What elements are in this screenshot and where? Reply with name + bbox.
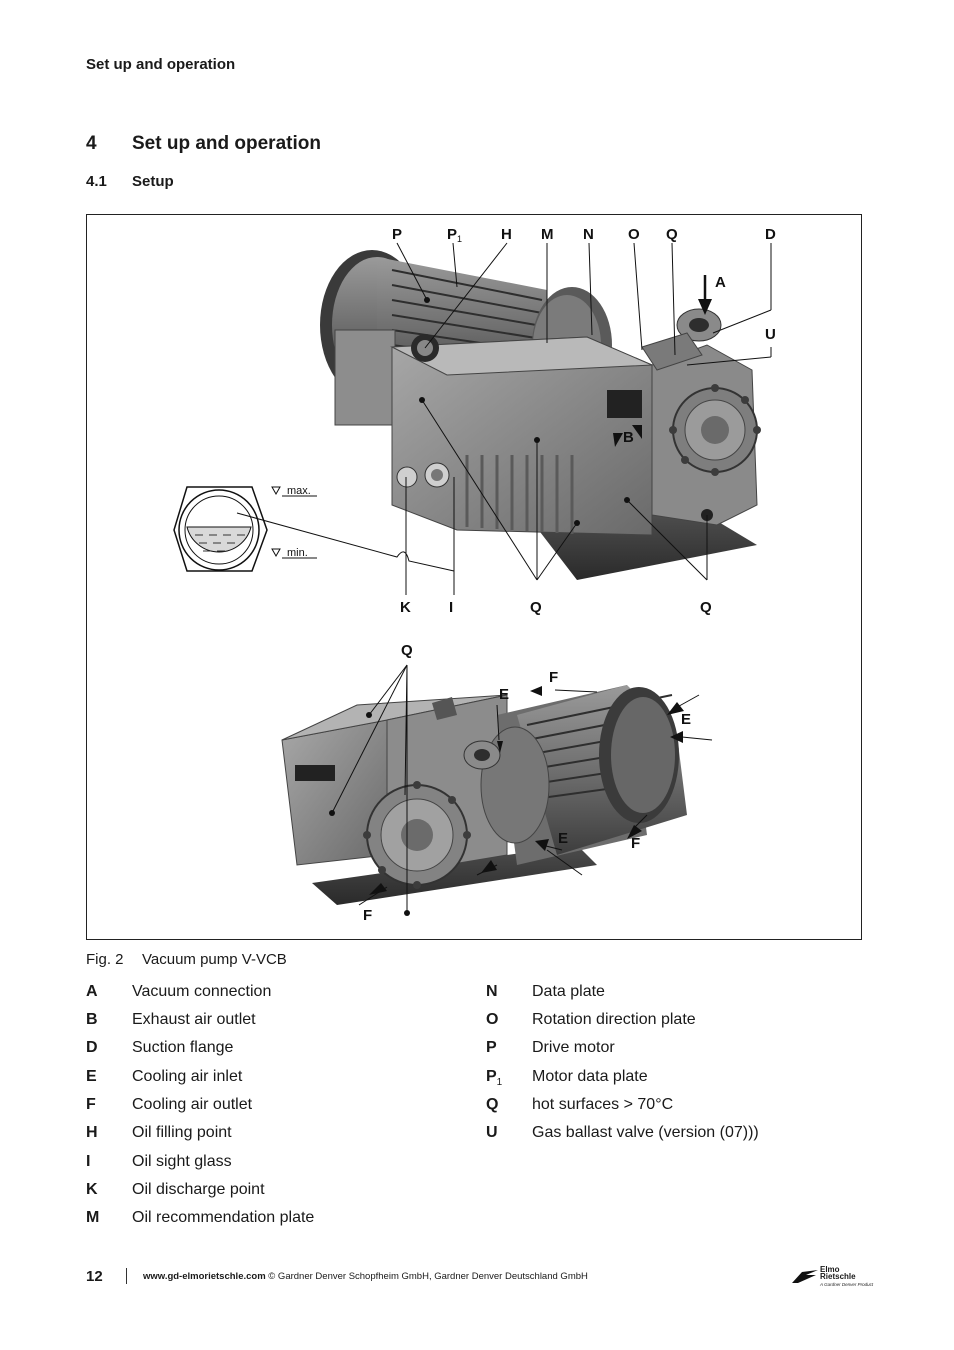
logo-tagline: A Gardner Denver Product [820, 1282, 874, 1287]
sight-glass-max-label: max. [287, 485, 311, 497]
footer-text: www.gd-elmorietschle.com © Gardner Denve… [143, 1271, 588, 1282]
callout-e-left: E [499, 686, 509, 703]
callout-i: I [449, 599, 453, 616]
logo-line1: Elmo [820, 1265, 840, 1274]
callout-q-bottom: Q [401, 642, 413, 659]
page-number: 12 [86, 1268, 103, 1285]
callout-n: N [583, 226, 594, 243]
sight-glass-inset: max. min. [173, 485, 455, 572]
figure-caption-text: Vacuum pump V-VCB [142, 951, 287, 968]
callout-e-bottom: E [558, 830, 568, 847]
figure-caption: Fig. 2 Vacuum pump V-VCB [86, 951, 287, 968]
company-logo: Elmo Rietschle A Gardner Denver Product [790, 1265, 873, 1290]
callout-f-right: F [631, 835, 640, 852]
callout-k: K [400, 599, 411, 616]
callout-q-left: Q [530, 599, 542, 616]
callout-q-right: Q [700, 599, 712, 616]
callout-q-top: Q [666, 226, 678, 243]
bottom-callout-lines [331, 664, 713, 913]
callout-d: D [765, 226, 776, 243]
running-header: Set up and operation [86, 56, 236, 73]
subsection-number: 4.1 [86, 173, 107, 190]
bottom-pump-drawing [281, 685, 687, 905]
footer-copyright: © Gardner Denver Schopfheim GmbH, Gardne… [268, 1271, 588, 1282]
top-callout-lines [396, 242, 772, 595]
bottom-markers [329, 686, 684, 916]
callout-e-right: E [681, 711, 691, 728]
section-title: Set up and operation [132, 133, 321, 154]
callout-f-bottom: F [363, 907, 372, 924]
footer-divider [126, 1268, 127, 1284]
footer-url[interactable]: www.gd-elmorietschle.com [143, 1271, 266, 1282]
top-pump-drawing [320, 250, 761, 580]
sight-glass-min-label: min. [287, 547, 308, 559]
callout-u: U [765, 326, 776, 343]
callout-a: A [715, 274, 726, 291]
callout-p1: P1 [447, 226, 462, 244]
callout-h: H [501, 226, 512, 243]
callout-b: B [623, 429, 634, 446]
top-markers [419, 275, 712, 526]
subsection-title: Setup [132, 173, 174, 190]
callout-o: O [628, 226, 640, 243]
figure-number: Fig. 2 [86, 951, 124, 968]
logo-swoosh-icon [792, 1270, 818, 1283]
callout-p: P [392, 226, 402, 243]
pump-illustration: max. min. [173, 226, 776, 924]
callout-f-top: F [549, 669, 558, 686]
figure-vacuum-pump: max. min. [86, 214, 862, 940]
callout-m: M [541, 226, 554, 243]
logo-line2: Rietschle [820, 1272, 856, 1281]
section-number: 4 [86, 133, 97, 154]
